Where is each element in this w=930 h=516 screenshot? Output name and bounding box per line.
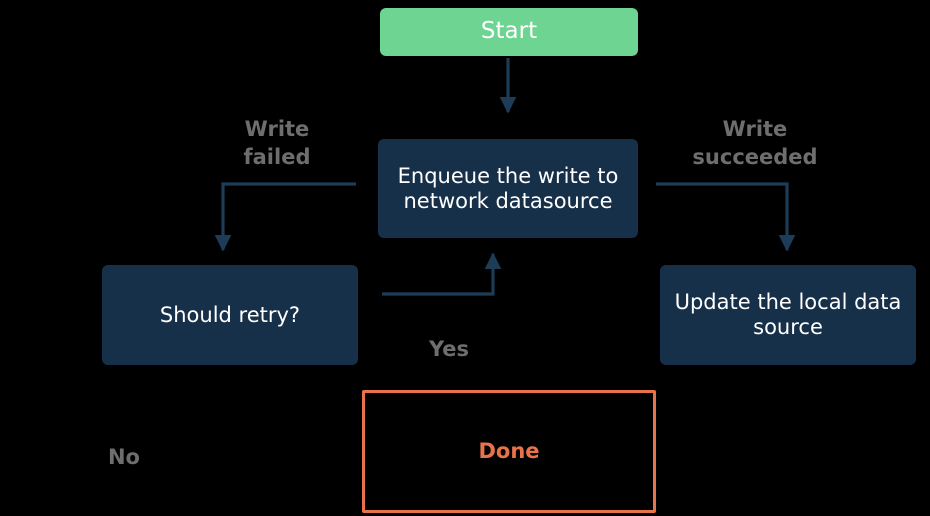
- edge-label-write-succeeded: Write succeeded: [692, 117, 818, 170]
- node-done-label: Done: [478, 439, 540, 464]
- edge-enqueue-to-should-retry: [214, 182, 356, 252]
- node-done[interactable]: Done: [362, 390, 656, 513]
- edge-should-retry-to-enqueue: [382, 252, 502, 296]
- edge-enqueue-to-update-local: [656, 182, 796, 252]
- node-start-label: Start: [480, 18, 538, 45]
- edge-label-no: No: [107, 445, 140, 469]
- node-should-retry[interactable]: Should retry?: [102, 265, 358, 365]
- node-should-retry-label: Should retry?: [159, 302, 301, 327]
- node-enqueue-write-label: Enqueue the write to network datasource: [397, 163, 619, 213]
- edge-label-yes: Yes: [428, 337, 470, 361]
- edge-label-write-failed: Write failed: [243, 117, 311, 170]
- node-enqueue-write[interactable]: Enqueue the write to network datasource: [378, 139, 638, 238]
- node-update-local-data-source[interactable]: Update the local data source: [660, 265, 916, 365]
- node-update-local-data-source-label: Update the local data source: [674, 290, 902, 339]
- node-start[interactable]: Start: [380, 8, 638, 56]
